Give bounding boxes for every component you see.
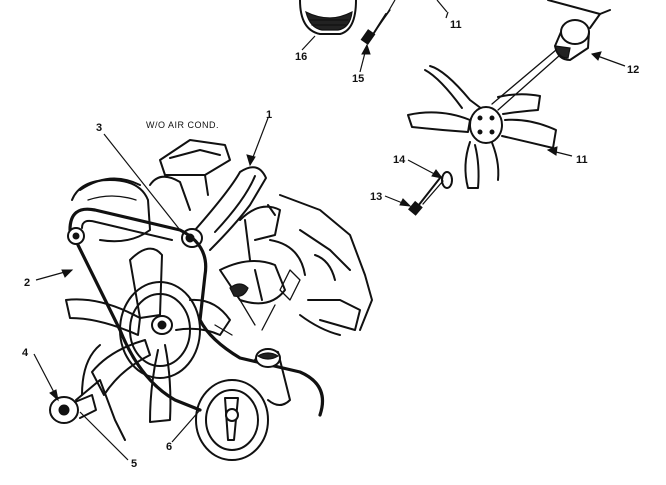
callout-14: 14 <box>393 154 406 166</box>
leader-lines <box>33 11 626 461</box>
callout-13: 13 <box>370 191 382 203</box>
fan-spacer-12 <box>491 0 611 111</box>
lock-washer-14 <box>441 171 453 189</box>
drive-belt-2 <box>68 207 325 417</box>
callout-15: 15 <box>352 73 364 85</box>
configuration-caption: W/O AIR COND. <box>146 120 219 130</box>
bolt-13 <box>408 177 444 216</box>
idler-pulley-4 <box>49 394 97 424</box>
callout-16: 16 <box>295 51 307 63</box>
leader-11-top <box>387 0 396 13</box>
fan-clutch-16 <box>299 0 357 35</box>
arrowheads <box>49 43 602 402</box>
callout-6: 6 <box>166 441 172 453</box>
callout-1: 1 <box>266 109 272 121</box>
callout-3: 3 <box>96 122 102 134</box>
idler-bracket-5 <box>75 379 126 441</box>
callout-11-top: 11 <box>450 19 462 31</box>
bolt-15 <box>360 9 391 45</box>
callout-5: 5 <box>131 458 137 470</box>
generator-pulley <box>67 227 85 245</box>
fan-front <box>65 247 231 423</box>
power-steering-pump <box>254 348 291 406</box>
fan-blade-assembly-11 <box>407 65 557 189</box>
radiator-hose-1 <box>194 166 281 251</box>
callout-2: 2 <box>24 277 30 289</box>
water-pump <box>219 219 286 305</box>
engine-block <box>149 139 373 336</box>
power-steering-pulley <box>195 379 269 461</box>
callout-4: 4 <box>22 347 29 359</box>
callout-11-fan: 11 <box>576 154 588 166</box>
fan-pulley <box>119 281 201 379</box>
generator <box>71 177 151 243</box>
callout-12: 12 <box>627 64 639 76</box>
